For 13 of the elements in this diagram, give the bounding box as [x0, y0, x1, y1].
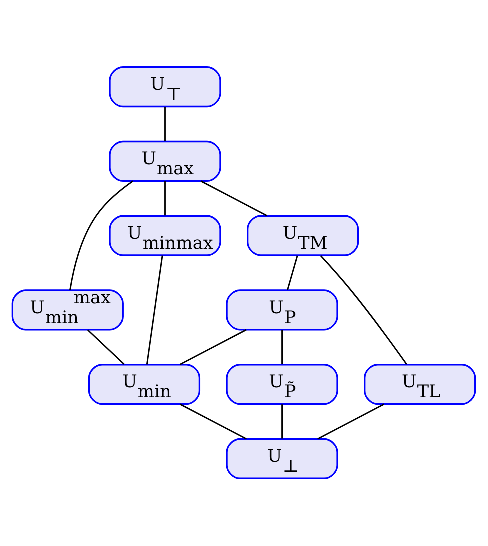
connector: [318, 404, 385, 440]
connector: [180, 404, 247, 440]
connector: [180, 329, 247, 366]
connector: [164, 182, 166, 216]
connector: [88, 330, 125, 365]
connector: [282, 404, 283, 439]
connector: [282, 330, 283, 364]
connector: [200, 180, 268, 217]
connector: [164, 107, 166, 142]
connector: [320, 255, 408, 365]
connector: [70, 180, 134, 290]
connector: [287, 256, 298, 290]
connector: [146, 256, 164, 365]
